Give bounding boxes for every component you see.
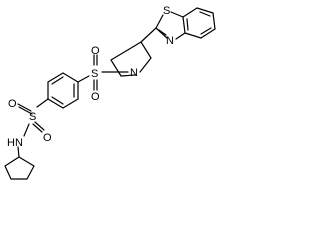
atom-n-piperidine: N bbox=[130, 67, 138, 79]
atom-o-sulfonyl-up: O bbox=[91, 45, 100, 57]
atom-n-benzothiazole: N bbox=[166, 35, 174, 47]
atom-o-sulfonyl-down: O bbox=[91, 91, 100, 103]
molecule-structure: S N N S O O S O O HN bbox=[4, 5, 216, 180]
atom-o-sulfonamide-left: O bbox=[8, 98, 17, 110]
atom-o-sulfonamide-right: O bbox=[43, 132, 52, 144]
atom-s-benzothiazole: S bbox=[163, 5, 170, 17]
atom-s-sulfonamide: S bbox=[29, 111, 36, 123]
atom-s-sulfonyl: S bbox=[91, 68, 98, 80]
atom-hn-sulfonamide: HN bbox=[7, 137, 23, 149]
bond-lines bbox=[4, 7, 216, 180]
